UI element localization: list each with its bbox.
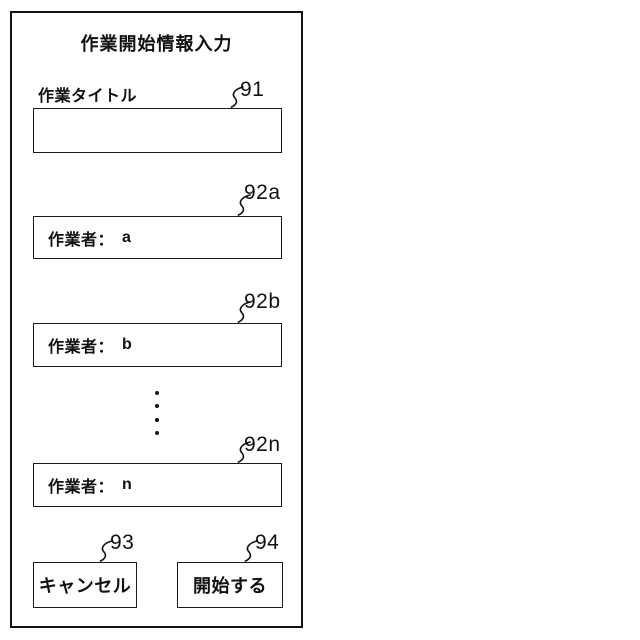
ref-label-92n: 92n <box>244 433 281 456</box>
leader-line-92a-icon <box>237 194 251 216</box>
leader-line-94-icon <box>244 540 258 562</box>
leader-line-91-icon <box>230 86 244 108</box>
worker-n-value: n <box>122 476 133 493</box>
ellipsis-dot <box>155 418 159 422</box>
worker-b-value: b <box>122 336 133 353</box>
worker-n-label: 作業者： <box>48 479 115 496</box>
worker-field-n[interactable]: 作業者： n <box>33 463 282 507</box>
start-button[interactable]: 開始する <box>177 562 283 608</box>
leader-line-93-icon <box>99 540 113 562</box>
ref-label-93: 93 <box>110 531 135 554</box>
work-title-input[interactable] <box>33 108 282 153</box>
ellipsis-dot <box>155 391 159 395</box>
ref-label-94: 94 <box>255 531 280 554</box>
ref-label-92a: 92a <box>244 181 281 204</box>
worker-field-b[interactable]: 作業者： b <box>33 323 282 367</box>
cancel-button[interactable]: キャンセル <box>33 562 137 608</box>
leader-line-92n-icon <box>237 441 251 463</box>
ref-label-92b: 92b <box>244 290 281 313</box>
dialog-title: 作業開始情報入力 <box>80 34 233 54</box>
worker-a-label: 作業者： <box>48 231 115 249</box>
ellipsis-dot <box>155 431 159 435</box>
worker-field-a[interactable]: 作業者： a <box>33 216 282 259</box>
ref-label-91: 91 <box>240 78 265 101</box>
worker-a-value: a <box>122 228 132 246</box>
leader-line-92b-icon <box>237 301 251 323</box>
work-title-label: 作業タイトル <box>38 88 138 105</box>
ellipsis-dot <box>155 404 159 408</box>
worker-b-label: 作業者： <box>48 339 115 356</box>
